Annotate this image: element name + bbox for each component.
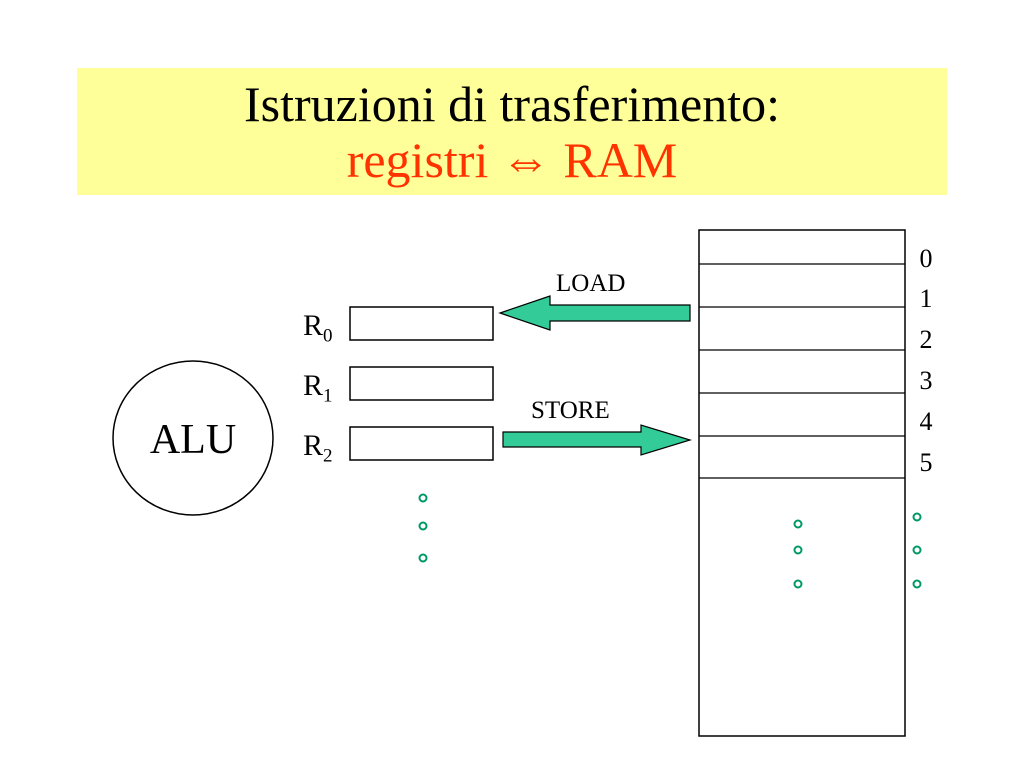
ram-block bbox=[698, 229, 906, 737]
title-box: Istruzioni di trasferimento: registri ⇔ … bbox=[77, 68, 947, 195]
register-box-1 bbox=[349, 366, 494, 401]
register-name: R bbox=[303, 429, 324, 462]
store-label: STORE bbox=[531, 397, 610, 424]
register-name: R bbox=[303, 309, 324, 342]
register-label-0: R0 bbox=[303, 309, 363, 346]
register-name: R bbox=[303, 369, 324, 402]
ram-address-3: 3 bbox=[919, 366, 933, 395]
register-index: 0 bbox=[323, 325, 333, 347]
slide-subtitle: registri ⇔ RAM bbox=[346, 132, 678, 188]
address-ellipsis bbox=[912, 512, 922, 589]
alu-label: ALU bbox=[149, 417, 237, 463]
ram-address-5: 5 bbox=[919, 448, 933, 477]
alu-circle bbox=[112, 360, 274, 516]
register-label-1: R1 bbox=[303, 369, 363, 406]
register-ellipsis bbox=[418, 493, 428, 563]
ram-address-1: 1 bbox=[919, 284, 933, 313]
ram-ellipsis bbox=[793, 519, 803, 589]
register-box-0 bbox=[349, 306, 494, 341]
ram-address-4: 4 bbox=[919, 407, 933, 436]
register-index: 2 bbox=[323, 445, 333, 467]
register-box-2 bbox=[349, 426, 494, 461]
register-label-2: R2 bbox=[303, 429, 363, 466]
slide-title: Istruzioni di trasferimento: bbox=[244, 76, 780, 132]
load-label: LOAD bbox=[556, 270, 626, 297]
ram-address-2: 2 bbox=[919, 325, 933, 354]
register-index: 1 bbox=[323, 385, 333, 407]
store-arrow bbox=[502, 424, 693, 456]
ram-address-0: 0 bbox=[919, 244, 933, 273]
load-arrow bbox=[498, 295, 691, 331]
ram-cell-dividers bbox=[699, 263, 905, 479]
